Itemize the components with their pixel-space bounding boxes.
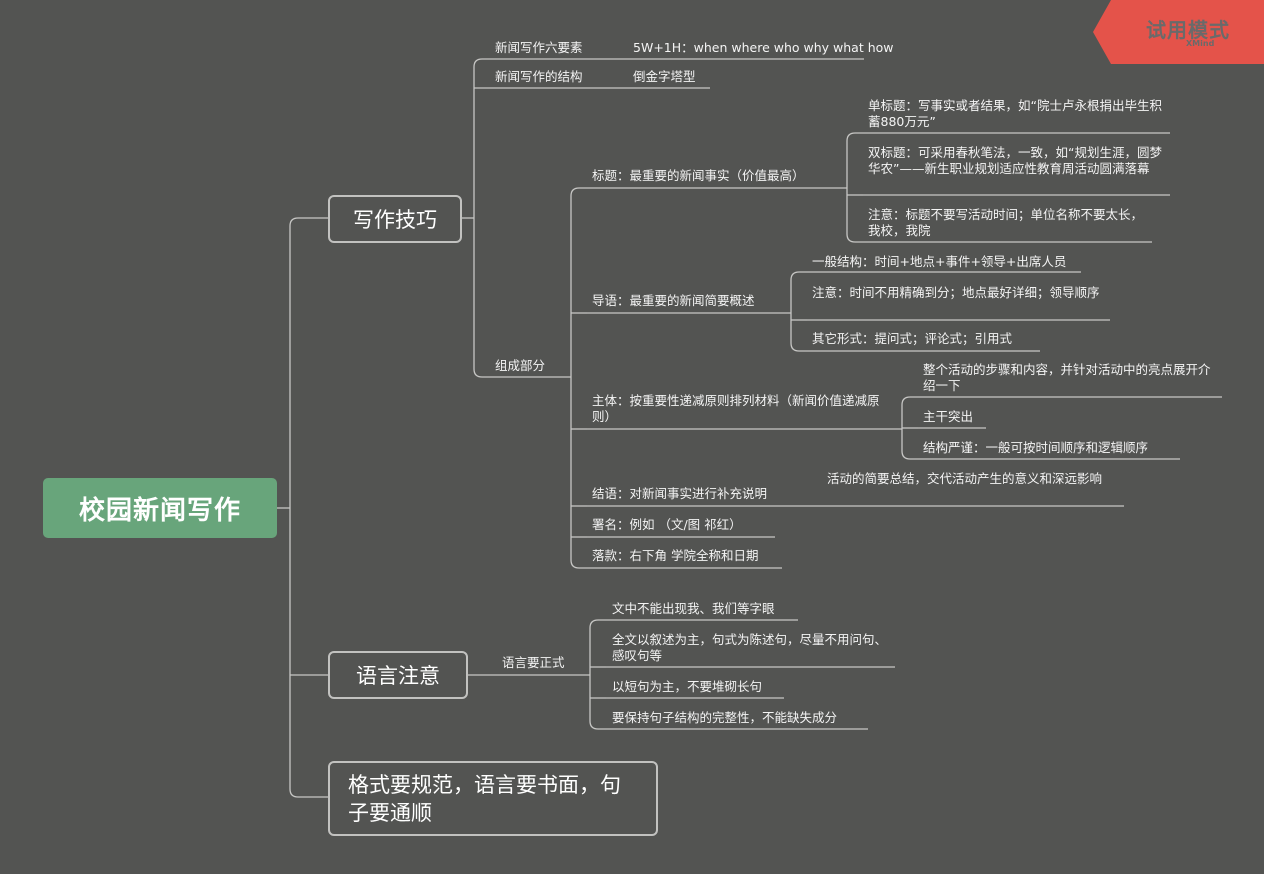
topic-ending[interactable]: 结语：对新闻事实进行补充说明 <box>592 486 768 501</box>
branch-language-label: 语言注意 <box>356 664 440 688</box>
topic-lead-other[interactable]: 其它形式：提问式；评论式；引用式 <box>812 331 1013 346</box>
branch-writing-skills-label: 写作技巧 <box>353 208 437 232</box>
topic-lead-note[interactable]: 注意：时间不用精确到分；地点最好详细；领导顺序 <box>812 285 1100 300</box>
topic-formal-item-4[interactable]: 要保持句子结构的完整性，不能缺失成分 <box>612 710 838 725</box>
branch-writing-skills[interactable]: 写作技巧 <box>328 195 462 243</box>
topic-six-elements[interactable]: 新闻写作六要素 <box>495 40 583 55</box>
branch-language[interactable]: 语言注意 <box>328 651 468 699</box>
branch-format[interactable]: 格式要规范，语言要书面，句子要通顺 <box>328 761 658 836</box>
topic-parts[interactable]: 组成部分 <box>495 358 546 373</box>
topic-formal[interactable]: 语言要正式 <box>502 655 565 670</box>
topic-lead-general[interactable]: 一般结构：时间+地点+事件+领导+出席人员 <box>812 254 1067 269</box>
topic-body[interactable]: 主体：按重要性递减原则排列材料（新闻价值递减原则） <box>592 393 880 424</box>
branch-format-label: 格式要规范，语言要书面，句子要通顺 <box>348 773 621 825</box>
topic-formal-item-1[interactable]: 文中不能出现我、我们等字眼 <box>612 601 775 616</box>
topic-body-rigor[interactable]: 结构严谨：一般可按时间顺序和逻辑顺序 <box>923 440 1149 455</box>
topic-structure-value[interactable]: 倒金字塔型 <box>633 69 696 84</box>
topic-formal-item-3[interactable]: 以短句为主，不要堆砌长句 <box>612 679 763 694</box>
root-topic[interactable]: 校园新闻写作 <box>43 478 277 538</box>
trial-mode-title: 试用模式 <box>1146 18 1230 42</box>
topic-title-note[interactable]: 注意：标题不要写活动时间；单位名称不要太长，我校，我院 <box>868 207 1144 238</box>
topic-lead[interactable]: 导语：最重要的新闻简要概述 <box>592 293 755 308</box>
topic-signature[interactable]: 署名：例如 （文/图 祁红） <box>592 517 742 532</box>
topic-title-double[interactable]: 双标题：可采用春秋笔法，一致，如“规划生涯，圆梦华农”——新生职业规划适应性教育… <box>868 145 1162 176</box>
topic-ending-desc[interactable]: 活动的简要总结，交代活动产生的意义和深远影响 <box>827 471 1103 486</box>
topic-title[interactable]: 标题：最重要的新闻事实（价值最高） <box>592 168 805 183</box>
topic-body-steps[interactable]: 整个活动的步骤和内容，并针对活动中的亮点展开介绍一下 <box>923 362 1211 393</box>
topic-formal-item-2[interactable]: 全文以叙述为主，句式为陈述句，尽量不用问句、感叹句等 <box>612 632 888 663</box>
topic-six-elements-value[interactable]: 5W+1H：when where who why what how <box>633 40 894 55</box>
xmind-logo: XMind <box>1186 39 1215 48</box>
trial-mode-badge <box>1093 0 1264 64</box>
topic-inscription[interactable]: 落款：右下角 学院全称和日期 <box>592 548 759 563</box>
topic-body-main[interactable]: 主干突出 <box>923 409 974 424</box>
topic-structure[interactable]: 新闻写作的结构 <box>495 69 583 84</box>
topic-title-single[interactable]: 单标题：写事实或者结果，如“院士卢永根捐出毕生积蓄880万元” <box>868 98 1162 129</box>
